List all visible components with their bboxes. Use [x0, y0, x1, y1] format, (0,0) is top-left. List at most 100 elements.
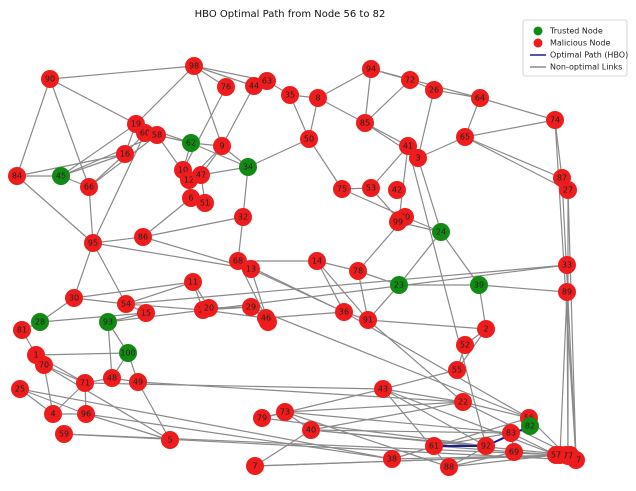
edge-59-67 [63, 433, 577, 461]
node-label: 46 [261, 314, 271, 323]
node-label: 9 [219, 142, 224, 151]
node-7: 7 [246, 457, 264, 475]
node-54: 54 [117, 295, 135, 313]
node-label: 45 [56, 172, 66, 181]
edge-55-43 [382, 369, 458, 390]
edge-25-38 [19, 388, 393, 460]
malicious-node-marker [388, 181, 406, 199]
edge-73-83 [284, 411, 512, 434]
node-79: 79 [253, 409, 271, 427]
trusted-node-marker [521, 417, 539, 435]
node-label: 22 [458, 398, 468, 407]
malicious-node-marker [471, 89, 489, 107]
edge-88-69 [448, 451, 515, 468]
node-label: 30 [69, 294, 79, 303]
malicious-node-marker [148, 126, 166, 144]
node-15: 15 [137, 304, 155, 322]
node-label: 86 [138, 233, 148, 242]
trusted-node-marker [390, 276, 408, 294]
malicious-node-marker [65, 289, 83, 307]
malicious-node-marker [137, 304, 155, 322]
node-40: 40 [302, 421, 320, 439]
malicious-node-marker [84, 234, 102, 252]
malicious-node-marker [456, 128, 474, 146]
node-63: 63 [258, 72, 276, 90]
node-label: 6 [188, 194, 193, 203]
malicious-node-marker [184, 273, 202, 291]
node-label: 20 [204, 304, 214, 313]
malicious-node-marker [362, 60, 380, 78]
node-13: 13 [242, 260, 260, 278]
node-label: 16 [120, 150, 130, 159]
legend-trusted-marker [533, 26, 543, 36]
malicious-node-marker [335, 303, 353, 321]
edge-66-95 [88, 186, 94, 244]
node-label: 36 [339, 308, 349, 317]
edge-77-89 [566, 291, 569, 457]
malicious-node-marker [229, 252, 247, 270]
edge-83-61 [433, 432, 512, 447]
node-83: 83 [502, 424, 520, 442]
node-41: 41 [399, 137, 417, 155]
edge-88-57 [448, 454, 557, 468]
edge-22-40 [310, 401, 464, 431]
node-label: 52 [460, 341, 470, 350]
node-label: 41 [403, 142, 413, 151]
node-label: 88 [444, 463, 454, 472]
node-label: 81 [17, 326, 27, 335]
node-55: 55 [448, 361, 466, 379]
edge-87-65 [464, 136, 563, 179]
edge-49-5 [137, 381, 171, 441]
node-85: 85 [356, 114, 374, 132]
node-label: 27 [563, 186, 573, 195]
malicious-node-marker [217, 78, 235, 96]
node-48: 48 [103, 369, 121, 387]
node-label: 69 [509, 448, 519, 457]
node-82: 82 [521, 417, 539, 435]
node-label: 4 [50, 410, 55, 419]
malicious-node-marker [362, 179, 380, 197]
node-81: 81 [13, 321, 31, 339]
edge-49-22 [137, 381, 464, 403]
node-label: 58 [152, 131, 162, 140]
edge-94-85 [364, 68, 372, 124]
node-label: 53 [366, 184, 376, 193]
node-26: 26 [425, 81, 443, 99]
edge-50-75 [308, 138, 343, 190]
malicious-node-marker [41, 70, 59, 88]
malicious-node-marker [80, 178, 98, 196]
node-label: 15 [141, 309, 151, 318]
malicious-node-marker [76, 374, 94, 392]
node-label: 51 [200, 199, 210, 208]
node-9: 9 [213, 137, 231, 155]
edge-1-100 [35, 352, 129, 356]
malicious-node-marker [192, 166, 210, 184]
malicious-node-marker [257, 309, 275, 327]
node-label: 38 [387, 455, 397, 464]
node-28: 28 [31, 313, 49, 331]
malicious-node-marker [454, 393, 472, 411]
trusted-node-marker [239, 158, 257, 176]
edge-16-84 [16, 153, 126, 177]
node-label: 48 [107, 374, 117, 383]
node-label: 33 [562, 261, 572, 270]
edge-56-22 [462, 401, 530, 419]
node-label: 5 [167, 436, 172, 445]
edges-layer [16, 65, 577, 468]
trusted-node-marker [470, 276, 488, 294]
node-96: 96 [77, 405, 95, 423]
node-label: 87 [557, 174, 567, 183]
node-2: 2 [477, 320, 495, 338]
edge-95-30 [73, 242, 94, 299]
node-100: 100 [119, 344, 137, 362]
node-label: 35 [285, 91, 295, 100]
node-label: 73 [280, 408, 290, 417]
node-57: 57 [547, 446, 565, 464]
edge-33-54 [125, 264, 568, 305]
edge-98-9 [193, 65, 223, 147]
malicious-node-marker [383, 450, 401, 468]
malicious-node-marker [401, 71, 419, 89]
node-25: 25 [11, 380, 29, 398]
edge-96-38 [85, 413, 393, 460]
